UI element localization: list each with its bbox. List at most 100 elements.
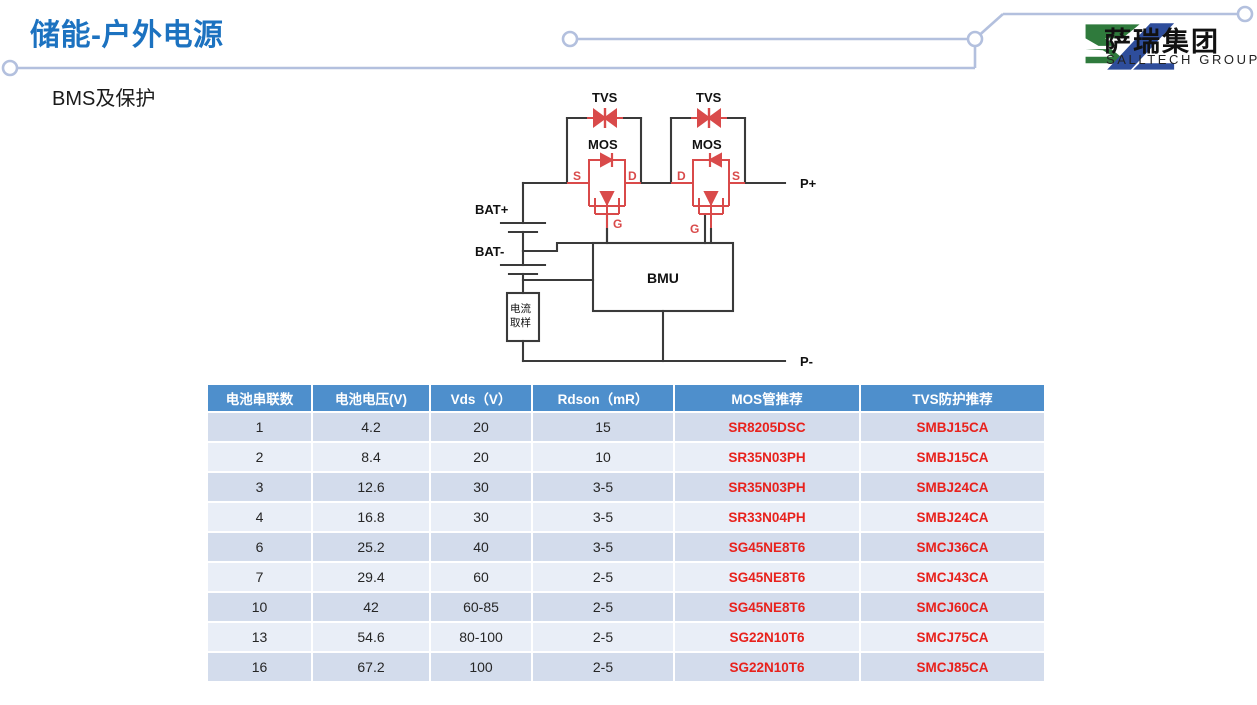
cell-value: 30 bbox=[430, 502, 533, 533]
cell-value: 42 bbox=[312, 592, 431, 623]
cell-value: 10 bbox=[532, 442, 675, 473]
tvs-right-symbol bbox=[691, 108, 727, 128]
cell-tvs-part: SMCJ36CA bbox=[860, 532, 1044, 563]
cell-value: 3-5 bbox=[532, 532, 675, 563]
logo-green-upper bbox=[1085, 24, 1140, 46]
cell-value: 20 bbox=[430, 442, 533, 473]
wire-sense-upper bbox=[521, 241, 595, 253]
label-tvs-left: TVS bbox=[592, 90, 618, 105]
cell-mos-part: SR35N03PH bbox=[674, 472, 861, 503]
cell-tvs-part: SMBJ15CA bbox=[860, 442, 1044, 473]
cell-mos-part: SR33N04PH bbox=[674, 502, 861, 533]
cell-value: 29.4 bbox=[312, 562, 431, 593]
cell-value: 2-5 bbox=[532, 562, 675, 593]
cell-value: 2 bbox=[208, 442, 313, 473]
cell-value: 60-85 bbox=[430, 592, 533, 623]
company-logo-mark bbox=[1085, 23, 1175, 70]
cell-tvs-part: SMBJ24CA bbox=[860, 472, 1044, 503]
cell-value: 60 bbox=[430, 562, 533, 593]
cell-tvs-part: SMCJ75CA bbox=[860, 622, 1044, 653]
cell-value: 80-100 bbox=[430, 622, 533, 653]
label-mos2-drain: D bbox=[677, 169, 686, 183]
cell-mos-part: SR8205DSC bbox=[674, 412, 861, 443]
page-title: 储能-户外电源 bbox=[30, 19, 224, 52]
cell-value: 8.4 bbox=[312, 442, 431, 473]
label-mos1-drain: D bbox=[628, 169, 637, 183]
cell-mos-part: SG45NE8T6 bbox=[674, 592, 861, 623]
cell-value: 25.2 bbox=[312, 532, 431, 563]
cell-tvs-part: SMCJ85CA bbox=[860, 652, 1044, 683]
label-mos2-source: S bbox=[732, 169, 740, 183]
cell-value: 1 bbox=[208, 412, 313, 443]
label-bmu: BMU bbox=[647, 270, 679, 286]
label-shunt-line1: 电流 bbox=[510, 302, 531, 315]
label-tvs-right: TVS bbox=[696, 90, 722, 105]
cell-tvs-part: SMCJ60CA bbox=[860, 592, 1044, 623]
cell-value: 54.6 bbox=[312, 622, 431, 653]
cell-value: 2-5 bbox=[532, 652, 675, 683]
deco-circle-right bbox=[1236, 5, 1254, 23]
cell-value: 16.8 bbox=[312, 502, 431, 533]
label-shunt-line2: 取样 bbox=[510, 316, 531, 329]
label-mos1-source: S bbox=[573, 169, 581, 183]
cell-value: 2-5 bbox=[532, 592, 675, 623]
cell-value: 4.2 bbox=[312, 412, 431, 443]
cell-value: 3 bbox=[208, 472, 313, 503]
mos-tvs-selection-table: 电池串联数 电池电压(V) Vds（V） Rdson（mR） MOS管推荐 TV… bbox=[208, 385, 1044, 683]
logo-name-cn: 萨瑞集团 bbox=[1104, 27, 1220, 58]
cell-mos-part: SG22N10T6 bbox=[674, 652, 861, 683]
cell-mos-part: SR35N03PH bbox=[674, 442, 861, 473]
deco-circle-left bbox=[1, 59, 19, 77]
label-bat-minus: BAT- bbox=[475, 244, 504, 259]
tvs-left-symbol bbox=[587, 108, 623, 128]
cell-value: 6 bbox=[208, 532, 313, 563]
cell-value: 16 bbox=[208, 652, 313, 683]
cell-value: 20 bbox=[430, 412, 533, 443]
section-subtitle: BMS及保护 bbox=[52, 88, 156, 110]
cell-mos-part: SG45NE8T6 bbox=[674, 532, 861, 563]
cell-tvs-part: SMCJ43CA bbox=[860, 562, 1044, 593]
column-header-vds: Vds（V） bbox=[430, 385, 533, 413]
cell-value: 100 bbox=[430, 652, 533, 683]
mosfet-left-symbol bbox=[567, 152, 641, 228]
label-mos-left: MOS bbox=[588, 137, 618, 152]
column-header-rdson: Rdson（mR） bbox=[532, 385, 675, 413]
column-header-tvs-recommend: TVS防护推荐 bbox=[860, 385, 1044, 413]
cell-value: 2-5 bbox=[532, 622, 675, 653]
label-mos1-gate: G bbox=[613, 217, 622, 231]
bms-circuit-diagram: TVS TVS MOS MOS BAT+ BAT- P+ P- BMU 电流 取… bbox=[475, 90, 817, 368]
deco-circle-mid bbox=[561, 30, 579, 48]
mosfet-right-symbol bbox=[671, 152, 745, 228]
logo-name-en: SALLTECH GROUP bbox=[1106, 52, 1257, 67]
column-header-battery-voltage: 电池电压(V) bbox=[312, 385, 431, 413]
cell-tvs-part: SMBJ24CA bbox=[860, 502, 1044, 533]
cell-value: 4 bbox=[208, 502, 313, 533]
cell-value: 12.6 bbox=[312, 472, 431, 503]
header-decoration bbox=[1, 5, 1254, 77]
label-bat-plus: BAT+ bbox=[475, 202, 509, 217]
logo-blue-slash bbox=[1107, 23, 1175, 70]
cell-value: 67.2 bbox=[312, 652, 431, 683]
cell-value: 13 bbox=[208, 622, 313, 653]
cell-value: 40 bbox=[430, 532, 533, 563]
label-p-plus: P+ bbox=[800, 176, 817, 191]
cell-value: 10 bbox=[208, 592, 313, 623]
cell-value: 3-5 bbox=[532, 502, 675, 533]
cell-value: 30 bbox=[430, 472, 533, 503]
cell-value: 7 bbox=[208, 562, 313, 593]
cell-tvs-part: SMBJ15CA bbox=[860, 412, 1044, 443]
logo-blue-foot bbox=[1133, 63, 1175, 70]
label-p-minus: P- bbox=[800, 354, 813, 368]
table-header-row: 电池串联数 电池电压(V) Vds（V） Rdson（mR） MOS管推荐 TV… bbox=[208, 385, 1044, 413]
label-mos-right: MOS bbox=[692, 137, 722, 152]
deco-circle-junction bbox=[966, 30, 984, 48]
